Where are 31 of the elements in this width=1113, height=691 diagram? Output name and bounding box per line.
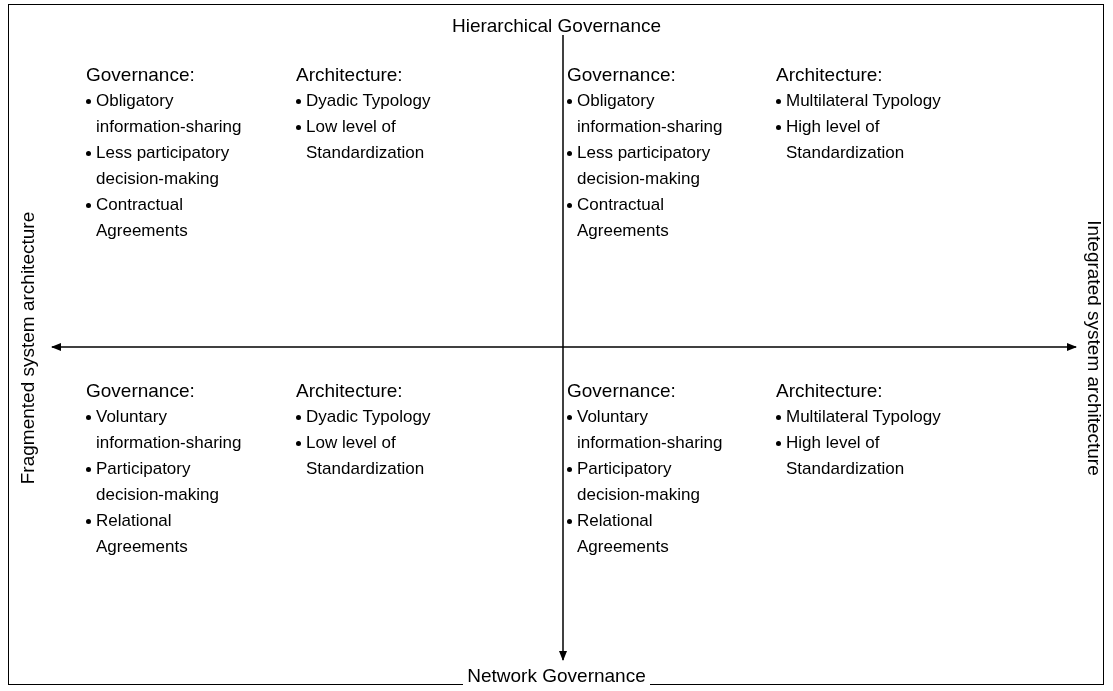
bullet-item: Dyadic Typology <box>306 90 432 112</box>
axis-label: Network Governance <box>463 666 650 685</box>
bullet-item: Relational Agreements <box>96 510 189 558</box>
bullet-item: Relational Agreements <box>577 510 670 558</box>
bullet-item: Less participatory decision-making <box>577 142 712 190</box>
column-heading: Architecture: <box>776 379 884 403</box>
bullet-item: High level of Standardization <box>786 432 906 480</box>
bullet-item: Less participatory decision-making <box>96 142 231 190</box>
bullet-item: Participatory decision-making <box>577 458 701 506</box>
bullet-item: Obligatory information-sharing <box>577 90 724 138</box>
bullet-item: Contractual Agreements <box>96 194 189 242</box>
bullet-item: Multilateral Typology <box>786 90 942 112</box>
bullet-item: Participatory decision-making <box>96 458 220 506</box>
bullet-item: Low level of Standardization <box>306 116 426 164</box>
column-heading: Architecture: <box>776 63 884 87</box>
bullet-item: Obligatory information-sharing <box>96 90 243 138</box>
bullet-item: Dyadic Typology <box>306 406 432 428</box>
axis-label: Fragmented system architecture <box>18 211 39 485</box>
bullet-item: Contractual Agreements <box>577 194 670 242</box>
bullet-item: Voluntary information-sharing <box>96 406 243 454</box>
column-heading: Architecture: <box>296 379 404 403</box>
bullet-item: Low level of Standardization <box>306 432 426 480</box>
column-heading: Governance: <box>86 63 196 87</box>
column-heading: Governance: <box>567 379 677 403</box>
bullet-item: High level of Standardization <box>786 116 906 164</box>
column-heading: Governance: <box>567 63 677 87</box>
bullet-item: Multilateral Typology <box>786 406 942 428</box>
axis-label: Integrated system architecture <box>1083 220 1104 476</box>
column-heading: Governance: <box>86 379 196 403</box>
bullet-item: Voluntary information-sharing <box>577 406 724 454</box>
column-heading: Architecture: <box>296 63 404 87</box>
